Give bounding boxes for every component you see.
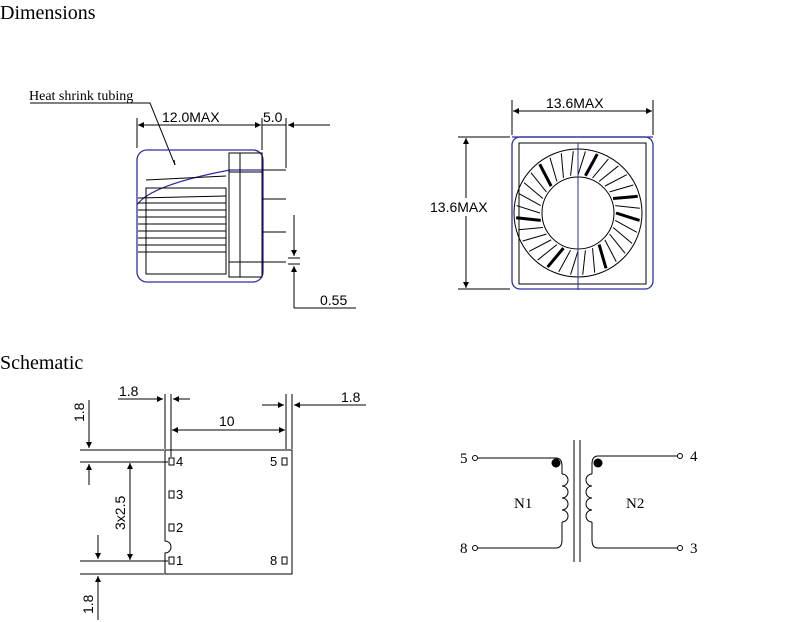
left-offset-label: 1.8: [119, 383, 139, 399]
winding-turn: [604, 174, 628, 187]
pin-diameter-label: 0.55: [320, 292, 347, 308]
winding-turn: [615, 205, 640, 209]
winding-turn: [592, 158, 609, 179]
winding-turn: [516, 216, 541, 222]
header-block: [228, 152, 263, 278]
polarity-dot-secondary: [593, 458, 603, 468]
winding-turn: [612, 227, 633, 244]
top-view: 13.6MAX 13.6MAX: [428, 95, 654, 290]
terminal-5: 5: [460, 451, 468, 467]
dimensions-heading: Dimensions: [0, 2, 96, 24]
top-height-label: 13.6MAX: [430, 199, 488, 215]
pin-5-label: 5: [270, 454, 277, 469]
terminal-4: 4: [690, 449, 698, 465]
top-width-label: 13.6MAX: [546, 95, 604, 111]
winding-lines: [137, 175, 227, 253]
terminal-3: 3: [690, 541, 698, 557]
callout-leader: [30, 102, 176, 166]
polarity-dot-primary: [551, 458, 561, 468]
toroid-windings: [516, 151, 641, 275]
winding-turn: [528, 239, 552, 252]
winding-turn: [612, 194, 638, 200]
pitch-label: 3x2.5: [112, 496, 128, 530]
winding-turn: [582, 250, 586, 275]
winding-turn: [523, 182, 544, 199]
top-offset-label: 1.8: [71, 402, 87, 422]
winding-turn: [577, 151, 586, 176]
pins: [262, 169, 286, 263]
winding-turn: [516, 205, 541, 214]
footprint: 4 3 2 1 5 8 1.8 1.8 10 1.8 3x2.5: [71, 383, 366, 620]
winding-turn: [530, 172, 547, 193]
winding-turn: [518, 227, 543, 231]
winding-turn: [584, 153, 599, 177]
winding-turn: [570, 151, 574, 176]
footprint-outline: [164, 449, 293, 575]
winding-turn: [609, 233, 626, 254]
pin-spacing-label: 5.0: [263, 109, 283, 125]
width-label: 12.0MAX: [162, 109, 220, 125]
winding-turn: [570, 250, 579, 275]
schematic-heading: Schematic: [0, 352, 84, 374]
winding-turn: [560, 153, 564, 178]
winding-turn: [522, 233, 547, 242]
winding-turn: [546, 247, 565, 268]
winding-n1-label: N1: [514, 496, 532, 512]
winding-turn: [558, 250, 572, 273]
pin-2-label: 2: [176, 520, 183, 535]
pin-3-label: 3: [176, 487, 183, 502]
winding-turn: [598, 165, 619, 182]
winding-turn: [549, 157, 558, 182]
pin-8-label: 8: [270, 553, 277, 568]
winding-turn: [615, 211, 641, 222]
winding-turn: [609, 184, 634, 193]
winding-turn: [592, 248, 596, 273]
heat-shrink-label: Heat shrink tubing: [29, 89, 133, 104]
winding-turn: [537, 244, 558, 261]
winding-n2-label: N2: [626, 496, 644, 512]
winding-turn: [597, 244, 608, 269]
winding-turn: [538, 163, 553, 187]
terminal-8: 8: [460, 541, 468, 557]
side-view: Heat shrink tubing: [29, 89, 356, 309]
circuit-symbol: [472, 440, 683, 562]
tubing-outline: [136, 149, 264, 283]
winding-turn: [604, 239, 617, 263]
bottom-offset-label: 1.8: [80, 594, 96, 614]
winding-turn: [518, 193, 541, 207]
row-spacing-label: 10: [219, 413, 235, 429]
right-offset-label: 1.8: [341, 389, 361, 405]
pin-4-label: 4: [176, 454, 183, 469]
winding-turn: [615, 219, 638, 233]
pin-1-label: 1: [176, 553, 183, 568]
